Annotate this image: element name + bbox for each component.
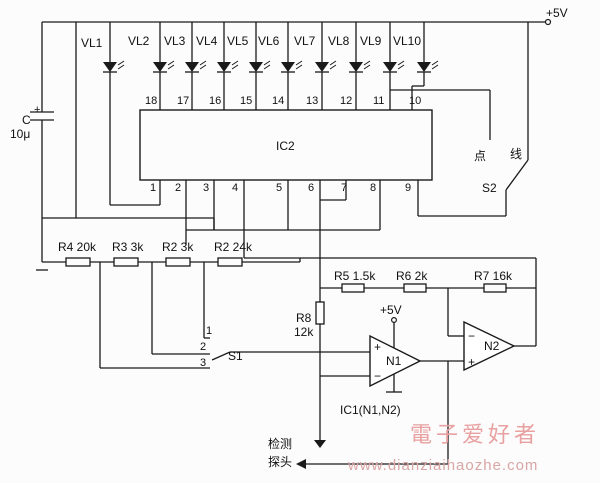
probe-arrow-left-icon [296,459,306,469]
r5-body [341,283,365,293]
led-label-5: VL5 [227,34,249,48]
led-2-icon [152,55,175,77]
led-label-3: VL3 [164,34,186,48]
pin-11: 11 [373,95,384,107]
pin-17: 17 [177,95,189,107]
n1-plus: + [374,340,381,354]
n2-minus: − [468,329,475,343]
pin-5: 5 [276,182,282,194]
n1-label: N1 [386,354,402,368]
pin-6: 6 [308,182,314,194]
led-label-8: VL8 [328,34,350,48]
led-label-2: VL2 [128,34,150,48]
pin-1: 1 [150,182,156,194]
probe-label-1: 检测 [268,436,292,451]
led-8-icon [348,55,371,77]
cap-plus: + [34,104,40,116]
led-label-9: VL9 [360,34,382,48]
ic2-label: IC2 [276,139,295,153]
pin-14: 14 [272,95,284,107]
opamp-n2 [463,320,516,372]
led-label-7: VL7 [294,34,316,48]
r7-body [483,283,507,293]
s1-label: S1 [228,349,243,363]
r7-label: R7 16k [474,269,513,283]
led-labels: VL1 VL2 VL3 VL4 VL5 VL6 VL7 VL8 VL9 VL10 [81,34,421,50]
r2b-body [217,257,243,267]
vcc-terminal [544,18,552,26]
led-10-icon [416,55,439,77]
r2-label: R2 3k [162,240,194,254]
led-label-6: VL6 [258,34,280,48]
led-3-icon [184,55,207,77]
ic1-label: IC1(N1,N2) [340,403,401,417]
pin-13: 13 [306,95,318,107]
led-9-icon [382,55,405,77]
s2-pos-line: 线 [510,147,522,161]
pin-15: 15 [240,95,252,107]
pin-18: 18 [145,95,157,107]
led-label-4: VL4 [196,34,218,48]
s1-pos-2: 2 [200,341,206,353]
r4-label: R4 20k [58,240,97,254]
watermark-cn: 電子爱好者 [410,423,540,448]
r2-body [165,257,191,267]
pin-2: 2 [175,182,181,194]
n1-supply-terminal [391,317,398,324]
r3-body [113,257,139,267]
led-array [102,22,439,206]
opamp-n1 [369,334,422,388]
ic2-top-pin-numbers: 18 17 16 15 14 13 12 11 10 [145,95,421,107]
r8-value: 12k [294,325,314,339]
led-5-icon [248,55,271,77]
cap-value: 10μ [10,127,30,141]
s1-pos-1: 1 [206,325,212,337]
r8-name: R8 [296,311,312,325]
s2-wiper[interactable] [505,159,529,191]
pin-12: 12 [340,95,352,107]
r5-label: R5 1.5k [334,269,376,283]
s1-wiper[interactable] [211,351,231,361]
pin-4: 4 [232,182,238,194]
s2-label: S2 [482,181,497,195]
r6-label: R6 2k [396,269,428,283]
r8-body [315,301,325,325]
led-label-1: VL1 [81,36,103,50]
watermark-url: www.dianziaihaozhe.com [347,457,538,474]
pin-3: 3 [203,182,209,194]
ic2-bottom-pin-numbers: 1 2 3 4 5 6 7 8 9 [150,182,411,194]
pin-8: 8 [370,182,376,194]
r2b-label: R2 24k [214,240,253,254]
led-label-10: VL10 [393,34,421,48]
cap-name: C [22,113,31,127]
ic2-body [139,109,433,181]
led-4-icon [216,55,239,77]
led-6-icon [280,55,303,77]
n2-plus: + [468,355,475,369]
probe-label-2: 探头 [268,455,292,469]
pin-10: 10 [409,95,421,107]
s2-pos-dot: 点 [474,149,486,163]
pin-7: 7 [341,182,347,194]
probe-arrow-down-icon [314,440,326,448]
s1-pos-3: 3 [200,357,206,369]
pin-9: 9 [405,182,411,194]
n2-label: N2 [484,339,500,353]
n1-supply-label: +5V [380,303,402,317]
pin-16: 16 [209,95,221,107]
led-7-icon [314,55,337,77]
led-1-icon [102,55,125,77]
r4-body [65,257,91,267]
ic2-pin-stubs [159,98,419,245]
vcc-label: +5V [546,6,568,20]
r6-body [403,283,427,293]
n1-minus: − [374,369,381,383]
r3-label: R3 3k [112,240,144,254]
